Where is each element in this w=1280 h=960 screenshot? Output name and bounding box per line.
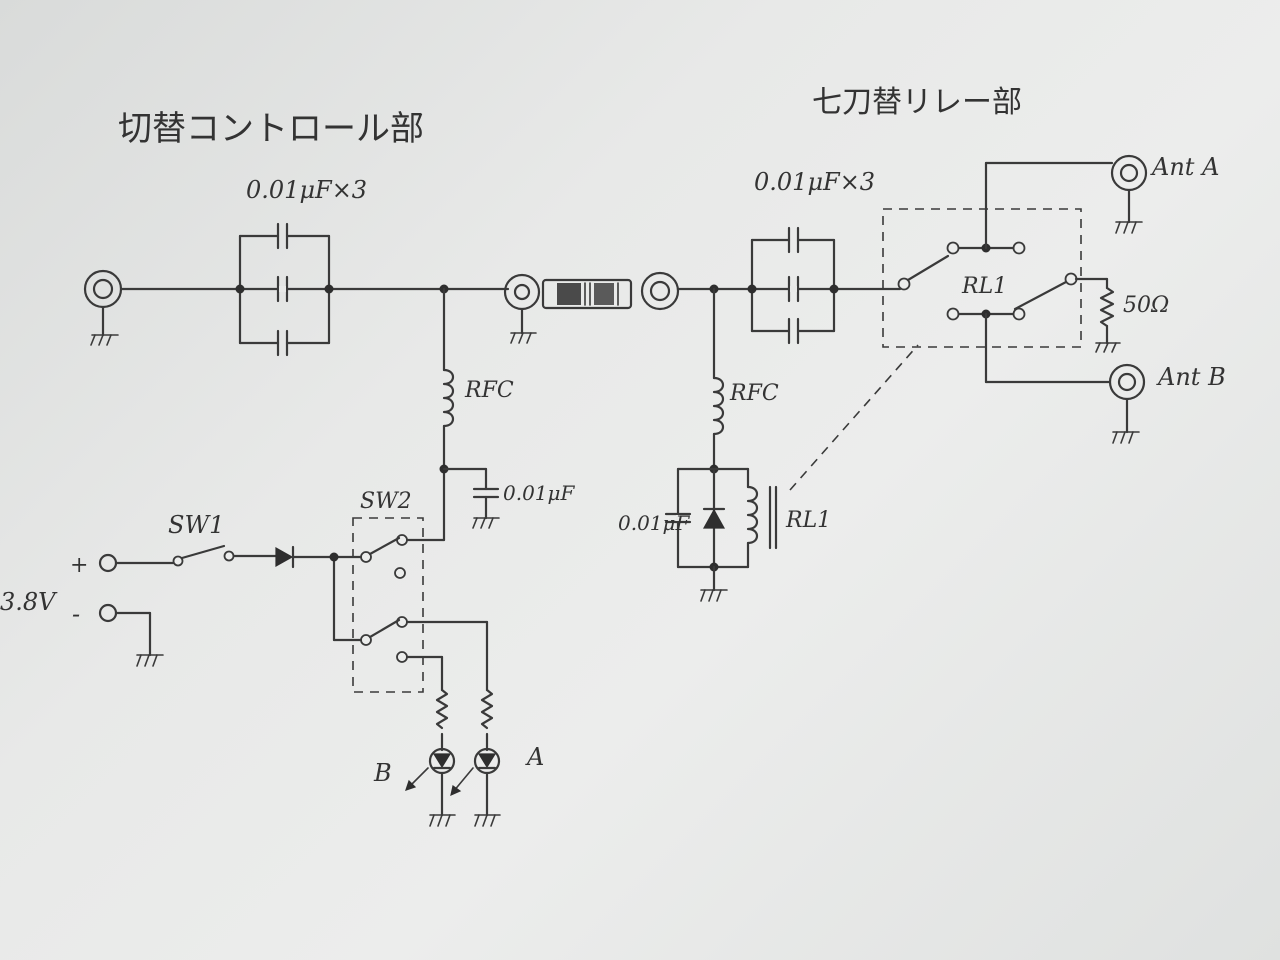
plus-sign: +	[70, 553, 88, 578]
ground-symbol	[114, 611, 164, 667]
rfc-left-label: RFC	[464, 378, 514, 403]
load-resistor-50ohm	[1074, 277, 1121, 353]
relay-mechanical-link	[789, 344, 919, 491]
rfc-right-inductor	[712, 287, 725, 471]
minus-sign: -	[72, 600, 80, 628]
ant-b-label: Ant B	[1156, 363, 1226, 391]
ant-a-label: Ant A	[1150, 153, 1219, 181]
sw1-switch[interactable]	[114, 544, 278, 567]
led-b-circuit	[405, 688, 456, 827]
ant-a-connector[interactable]	[1110, 154, 1148, 234]
diode-symbol	[275, 545, 339, 569]
power-plus-terminal[interactable]	[98, 553, 118, 573]
coax-connector-left	[503, 273, 541, 344]
relay-coil-circuit	[664, 464, 778, 602]
bypass-capacitor	[442, 467, 500, 529]
relay-contacts-label: RL1	[961, 274, 1007, 299]
sw2-label: SW2	[360, 489, 412, 514]
ground-symbol	[90, 334, 119, 346]
coax-connector-right	[640, 271, 680, 311]
led-a-label: A	[525, 743, 544, 771]
voltage-label: 3.8V	[0, 588, 58, 616]
relay-section-title: 七刀替リレー部	[812, 85, 1022, 120]
cap-bank-left-label: 0.01μF×3	[246, 176, 367, 204]
coax-cable	[541, 278, 633, 310]
rfc-left-inductor	[442, 287, 455, 542]
led-a-circuit	[450, 688, 501, 827]
capacitor-bank-right	[747, 226, 839, 345]
relay-cap-label: 0.01μF	[618, 511, 691, 535]
ant-b-connector[interactable]	[1108, 363, 1146, 444]
left-coax-connector	[83, 269, 123, 337]
relay-coil-label: RL1	[785, 508, 831, 533]
control-section-title: 切替コントロール部	[118, 109, 424, 149]
capacitor-bank-left	[235, 222, 334, 357]
sw2-switch[interactable]	[332, 534, 489, 692]
load-resistor-label: 50Ω	[1123, 293, 1169, 318]
rfc-right-label: RFC	[729, 381, 779, 406]
sw2-enclosure	[352, 517, 424, 693]
relay-enclosure	[882, 208, 1082, 348]
led-b-label: B	[373, 759, 392, 787]
cap-bank-right-label: 0.01μF×3	[754, 168, 875, 196]
power-minus-terminal[interactable]	[98, 603, 118, 623]
bypass-cap-label: 0.01μF	[503, 481, 576, 505]
sw1-label: SW1	[168, 511, 224, 539]
